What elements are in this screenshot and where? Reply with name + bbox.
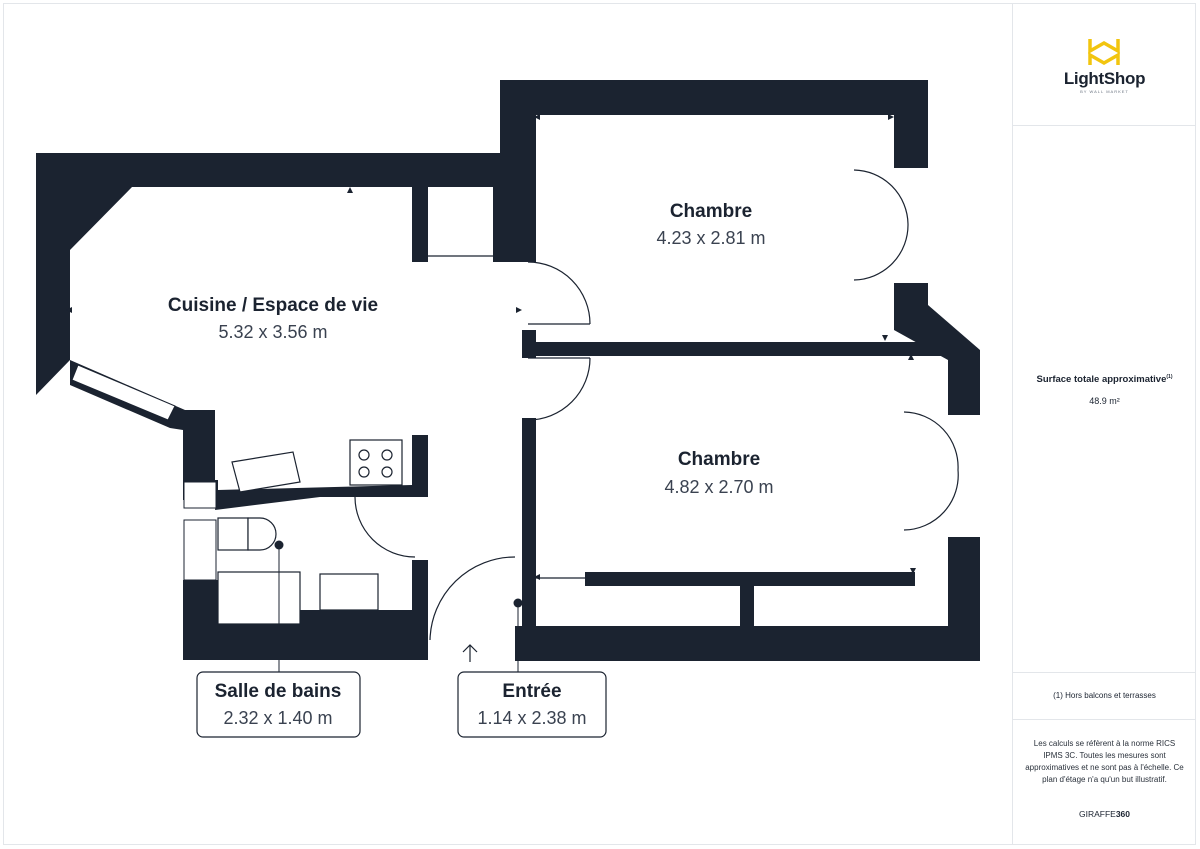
logo-name: LightShop [1063,69,1146,88]
room-dims: 4.23 x 2.81 m [656,228,765,248]
room-dims: 1.14 x 2.38 m [477,708,586,728]
washbasin [319,573,379,611]
logo-tagline: BY WALL MARKET [1080,89,1129,94]
room-name: Salle de bains [215,681,342,702]
provider-brand: GIRAFFE360 [1078,809,1131,819]
sidebar: LightShop BY WALL MARKET Surface totale … [1012,3,1196,845]
measure-arrows [66,114,916,580]
bathtub [217,571,301,625]
toilet-tank [217,517,249,551]
doors [354,169,959,641]
kitchen-sink [231,451,301,493]
entrance-arrow-icon [462,644,478,662]
room-name: Entrée [502,681,561,702]
surface-label: Surface totale approximative(1) [1036,374,1173,386]
lightshop-logo-icon [1088,39,1120,66]
room-dims: 5.32 x 3.56 m [218,322,327,342]
cooktop [349,439,403,486]
windows [71,364,217,581]
label-box [457,671,607,738]
surface-value: 48.9 m² [1089,396,1120,406]
surface-footnote-ref: (1) [1166,374,1173,380]
footnote-text: (1) Hors balcons et terrasses [1053,691,1156,700]
logo-section: LightShop BY WALL MARKET [1013,3,1196,126]
footnote-section: (1) Hors balcons et terrasses [1013,673,1196,720]
room-dims: 2.32 x 1.40 m [223,708,332,728]
surface-section: Surface totale approximative(1) 48.9 m² [1013,126,1196,673]
walls [36,80,980,661]
room-name: Chambre [678,449,760,470]
toilet-bowl [247,517,277,551]
room-name: Chambre [670,201,752,222]
fixtures [217,439,403,625]
label-box [196,671,361,738]
page-frame [3,3,1196,845]
floor-plan: Chambre 4.23 x 2.81 m Cuisine / Espace d… [36,80,980,738]
room-name: Cuisine / Espace de vie [168,295,378,316]
disclaimer-text: Les calculs se réfèrent à la norme RICS … [1025,739,1184,784]
room-dims: 4.82 x 2.70 m [664,477,773,497]
